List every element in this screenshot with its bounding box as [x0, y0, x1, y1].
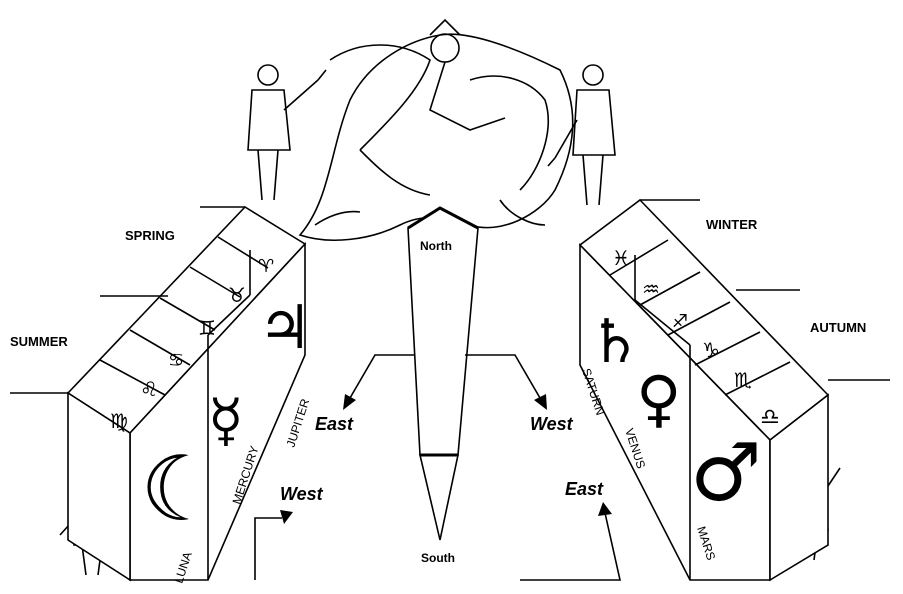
zodiac-virgo-glyph: ♍: [110, 409, 128, 433]
label-winter: WINTER: [706, 217, 758, 232]
label-autumn: AUTUMN: [810, 320, 866, 335]
central-relief-figure: [300, 20, 573, 240]
zodiac-cancer-glyph: ♋: [168, 350, 184, 371]
arrow-west-left: [255, 510, 293, 580]
label-east-right: East: [565, 479, 604, 499]
north-south-pointer: [408, 208, 478, 540]
label-south: South: [421, 551, 455, 565]
label-north: North: [420, 239, 452, 253]
jupiter-glyph: ♃: [258, 293, 312, 363]
label-west-left: West: [280, 484, 324, 504]
zodiac-aquarius-glyph: ♒: [642, 277, 660, 301]
zodiac-scorpio-glyph: ♏: [734, 368, 752, 392]
mars-glyph: ♂: [690, 426, 762, 519]
saturn-glyph: ♄: [588, 307, 642, 377]
arrow-east-right: [520, 502, 620, 580]
zodiac-capricorn-glyph: ♑: [702, 338, 720, 362]
zodiac-libra-glyph: ♎: [760, 405, 780, 430]
arrow-west-right: [465, 355, 547, 410]
zodiac-sagittarius-glyph: ♐: [672, 311, 688, 332]
zodiac-taurus-glyph: ♉: [228, 283, 246, 307]
label-summer: SUMMER: [10, 334, 68, 349]
arrow-east-left: [343, 355, 415, 410]
label-spring: SPRING: [125, 228, 175, 243]
label-west-right: West: [530, 414, 574, 434]
torchbearer-top-left: [248, 65, 326, 200]
label-jupiter: JUPITER: [284, 397, 313, 449]
venus-glyph: ♀: [636, 362, 681, 435]
luna-glyph: ☾: [140, 437, 221, 542]
zodiac-pisces-glyph: ♓: [612, 246, 630, 270]
label-east-left: East: [315, 414, 354, 434]
zodiac-leo-glyph: ♌: [140, 377, 158, 401]
zodiac-gemini-glyph: ♊: [198, 316, 216, 340]
zodiac-aries-glyph: ♈: [258, 256, 274, 277]
